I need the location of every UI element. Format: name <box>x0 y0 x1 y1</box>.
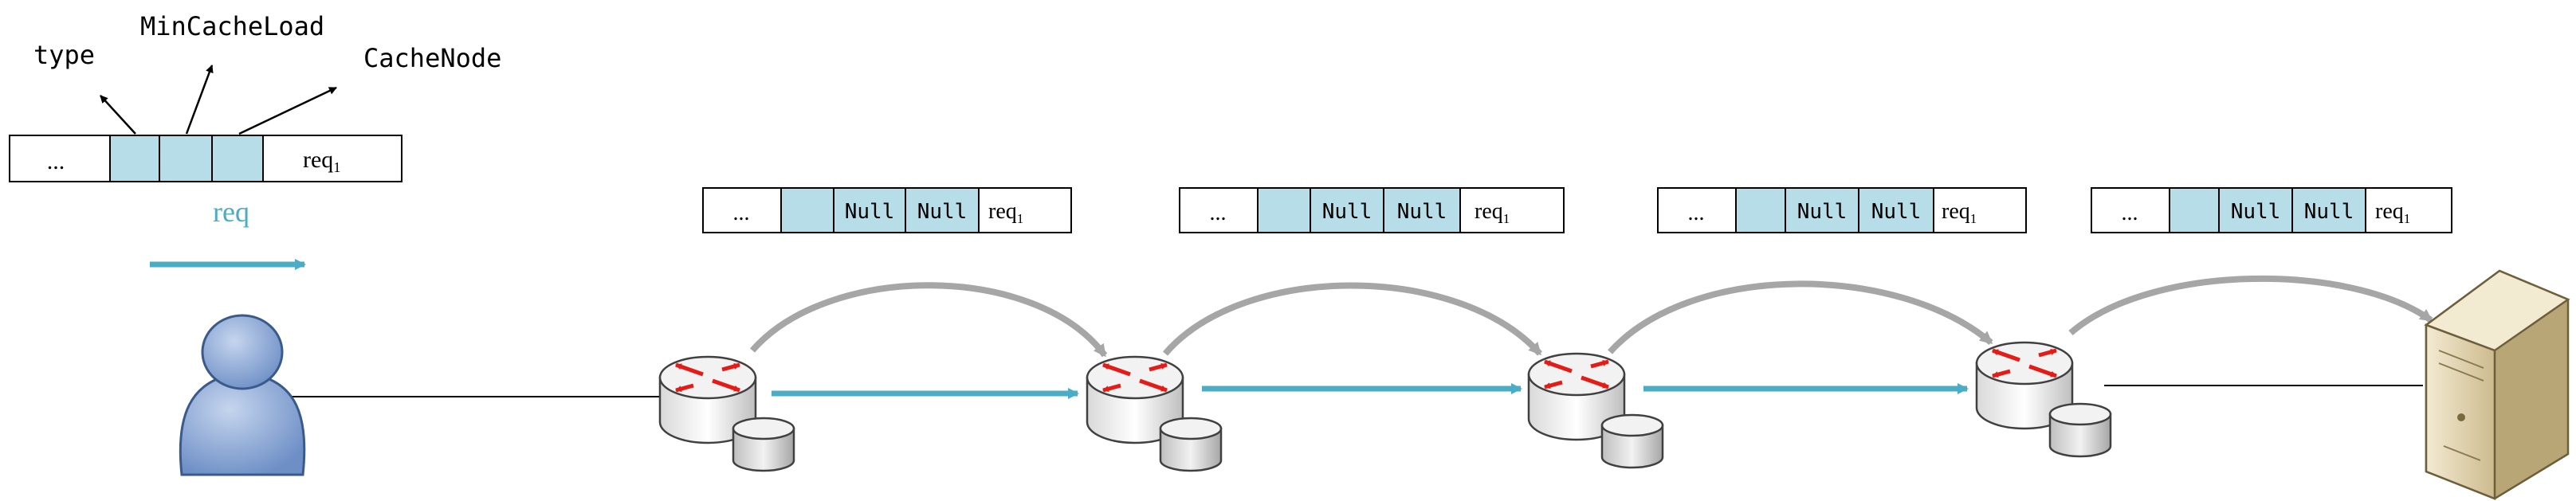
legend-field-cachenode <box>211 135 264 182</box>
hop-arc-4 <box>2068 275 2433 336</box>
packet-null-field: Null <box>917 200 968 224</box>
packet-req: req1 <box>1475 199 1510 226</box>
cachenode-label: CacheNode <box>363 43 501 73</box>
packet-null-field: Null <box>2231 200 2281 224</box>
user-icon <box>179 314 306 476</box>
packet-ellipsis: ... <box>2122 201 2138 225</box>
packet-null-field: Null <box>1797 200 1848 224</box>
server-icon <box>2424 269 2570 500</box>
router-3 <box>1529 354 1663 468</box>
req-direction-label: req <box>213 196 249 228</box>
packet-req: req1 <box>1942 199 1977 226</box>
legend: ... req1 type MinCacheLoad CacheNode req <box>9 11 501 270</box>
hop-arc-1 <box>749 282 1108 358</box>
packet-req: req1 <box>2375 199 2410 226</box>
cachenode-pointer-arrow <box>238 86 337 135</box>
router-2 <box>1087 357 1221 471</box>
type-label: type <box>33 40 95 70</box>
packet-null-field: Null <box>1871 200 1922 224</box>
legend-field-mincacheload <box>159 135 213 182</box>
router-1 <box>660 357 794 471</box>
legend-field-type <box>109 135 160 182</box>
packet-ellipsis: ... <box>1688 201 1705 225</box>
packet-1: ... Null Null req1 <box>702 187 1072 233</box>
packet-null-field: Null <box>1397 200 1447 224</box>
mincacheload-label: MinCacheLoad <box>140 11 324 41</box>
legend-packet: ... req1 <box>9 135 402 182</box>
packet-ellipsis: ... <box>1210 201 1227 225</box>
packet-3: ... Null Null req1 <box>1657 187 2027 233</box>
legend-ellipsis: ... <box>47 148 65 174</box>
hop-arc-3 <box>1608 280 1993 354</box>
packet-4: ... Null Null req1 <box>2091 187 2452 233</box>
packet-null-field: Null <box>845 200 895 224</box>
packet-2: ... Null Null req1 <box>1179 187 1565 233</box>
type-pointer-arrow <box>100 95 136 135</box>
packet-null-field: Null <box>1322 200 1372 224</box>
packet-null-field: Null <box>2304 200 2354 224</box>
mincacheload-pointer-arrow <box>185 65 214 135</box>
hop-arc-2 <box>1162 282 1542 356</box>
router-4 <box>1977 342 2111 456</box>
packet-ellipsis: ... <box>733 201 750 225</box>
legend-req-label: req1 <box>303 147 340 175</box>
packet-req: req1 <box>988 199 1023 226</box>
